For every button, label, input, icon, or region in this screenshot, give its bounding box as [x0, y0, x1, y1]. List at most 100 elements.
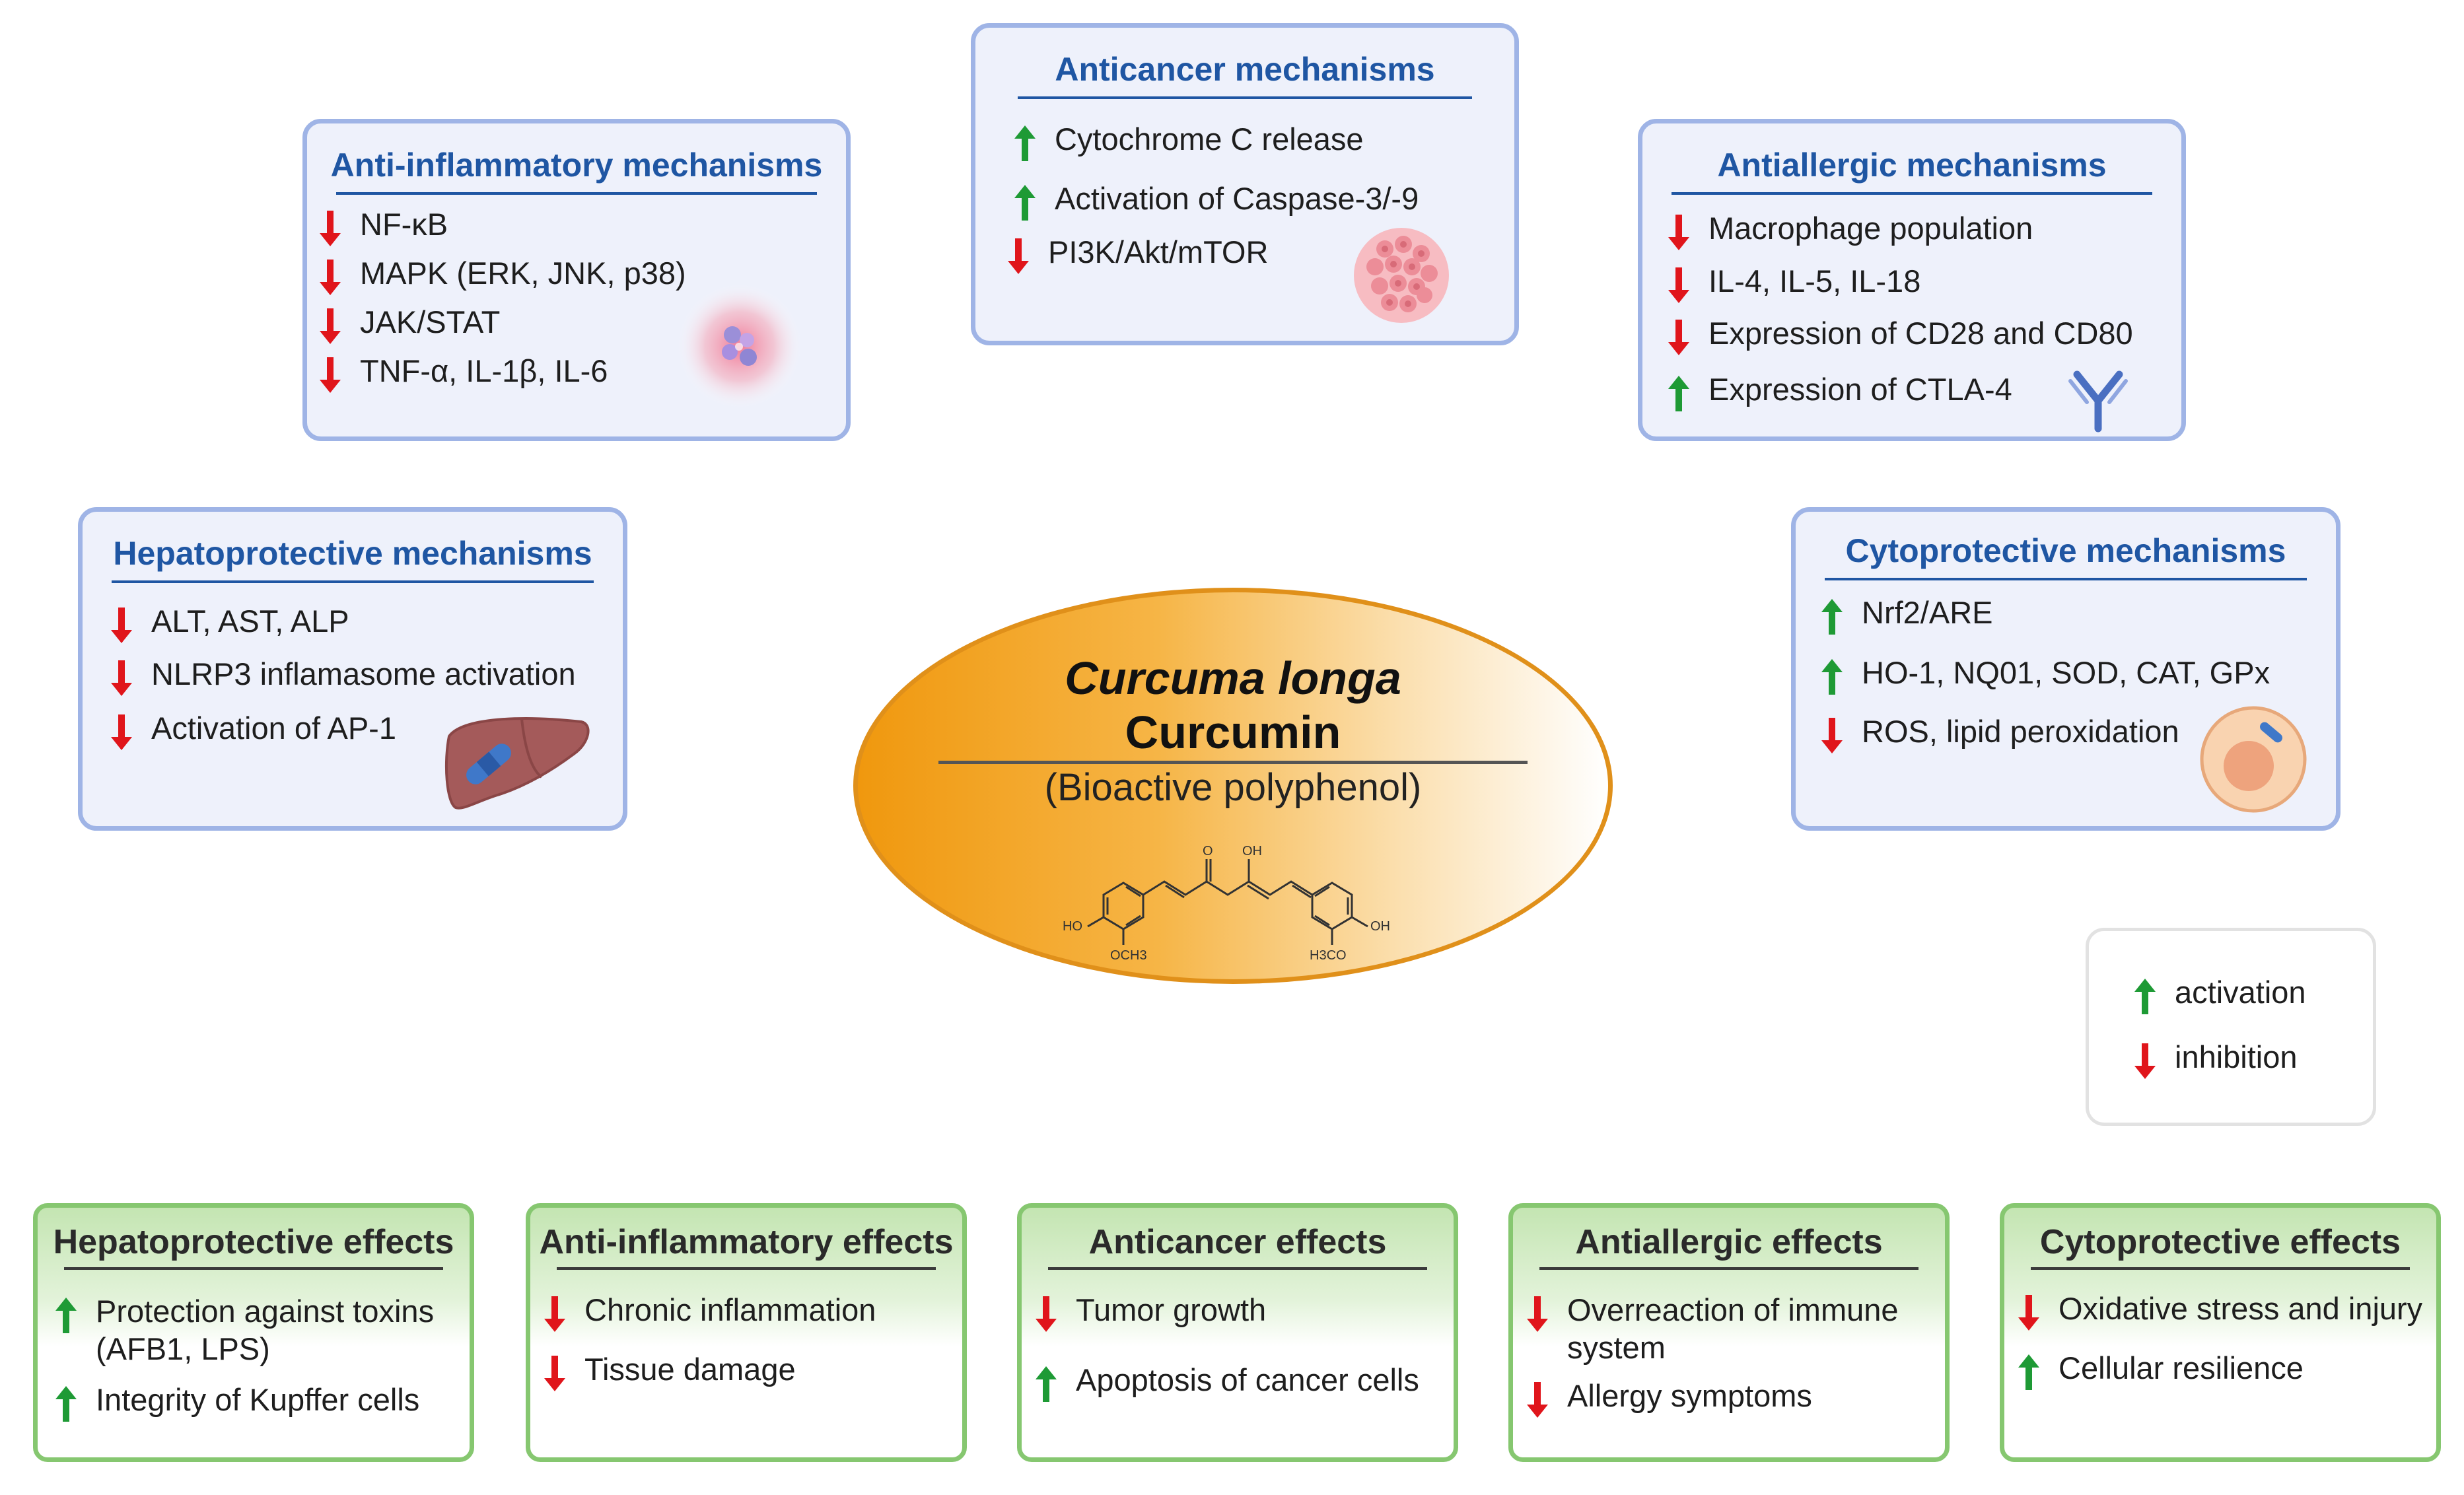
mechanism-item: ROS, lipid peroxidation: [1821, 713, 2179, 753]
mechanism-item: Nrf2/ARE: [1821, 594, 1993, 635]
title-underline: [1048, 1267, 1427, 1270]
box-title: Anti-inflammatory effects: [539, 1223, 954, 1261]
arrow-up-icon: [55, 1385, 77, 1423]
box-title: Hepatoprotective mechanisms: [113, 535, 592, 572]
mechanism-item: NF-κB: [320, 205, 448, 246]
arrow-down-icon: [319, 209, 341, 248]
title-underline: [1825, 578, 2307, 580]
legend-box: activation inhibition: [2086, 928, 2376, 1126]
anticancer-effects-box: Anticancer effects Tumor growth Apoptosi…: [1017, 1203, 1458, 1462]
arrow-up-icon: [1821, 598, 1843, 636]
title-underline: [2031, 1267, 2410, 1270]
cell-icon: [2200, 706, 2307, 813]
arrow-down-icon: [1007, 237, 1030, 275]
effect-item: Integrity of Kupffer cells: [55, 1381, 419, 1422]
arrow-down-icon: [319, 258, 341, 296]
arrow-down-icon: [110, 713, 133, 751]
arrow-down-icon: [110, 606, 133, 644]
arrow-down-icon: [1526, 1381, 1549, 1419]
arrow-up-icon: [1014, 184, 1036, 222]
box-title: Anti-inflammatory mechanisms: [330, 147, 823, 184]
arrow-up-icon: [55, 1296, 77, 1335]
title-underline: [557, 1267, 936, 1270]
mechanism-item: Macrophage population: [1668, 209, 2033, 250]
arrow-up-icon: [1821, 658, 1843, 696]
antiallergic-mechanisms-box: Antiallergic mechanisms Macrophage popul…: [1638, 119, 2186, 441]
title-underline: [64, 1267, 443, 1270]
legend-activation: activation: [2134, 973, 2306, 1014]
arrow-up-icon: [2134, 977, 2156, 1016]
arrow-down-icon: [1035, 1295, 1057, 1333]
box-title: Anticancer mechanisms: [1055, 51, 1435, 88]
mechanism-item: NLRP3 inflamasome activation: [111, 655, 576, 696]
arrow-down-icon: [2018, 1294, 2040, 1332]
compound-name: Curcumin: [1125, 707, 1341, 758]
species-name: Curcuma longa: [1065, 652, 1401, 704]
curcumin-structure-icon: HO OCH3 O OH H3CO OH: [1063, 844, 1390, 963]
arrow-down-icon: [319, 356, 341, 394]
box-title: Hepatoprotective effects: [53, 1223, 454, 1261]
arrow-down-icon: [1668, 318, 1690, 357]
mechanism-item: Expression of CD28 and CD80: [1668, 314, 2133, 355]
effect-item: Apoptosis of cancer cells: [1036, 1361, 1419, 1402]
arrow-down-icon: [2134, 1042, 2156, 1080]
hepatoprotective-mechanisms-box: Hepatoprotective mechanisms ALT, AST, AL…: [78, 507, 627, 831]
anti-inflammatory-effects-box: Anti-inflammatory effects Chronic inflam…: [526, 1203, 967, 1462]
effect-item: Cellular resilience: [2018, 1349, 2304, 1390]
effect-item: Tumor growth: [1036, 1291, 1266, 1332]
arrow-down-icon: [1821, 716, 1843, 755]
mechanism-item: HO-1, NQ01, SOD, CAT, GPx: [1821, 654, 2270, 695]
och3-left-label: OCH3: [1110, 948, 1147, 963]
arrow-down-icon: [1668, 266, 1690, 304]
arrow-down-icon: [110, 659, 133, 697]
box-title: Antiallergic mechanisms: [1717, 147, 2107, 184]
ho-left-label: HO: [1063, 919, 1082, 934]
anticancer-mechanisms-box: Anticancer mechanisms Cytochrome C relea…: [971, 23, 1519, 345]
title-underline: [336, 192, 817, 195]
mechanism-item: Activation of AP-1: [111, 709, 396, 750]
oh-right-label: OH: [1370, 919, 1390, 934]
mechanism-item: IL-4, IL-5, IL-18: [1668, 262, 1920, 303]
box-title: Cytoprotective mechanisms: [1845, 532, 2286, 569]
mechanism-item: PI3K/Akt/mTOR: [1008, 233, 1268, 274]
enol-oh-label: OH: [1242, 844, 1262, 858]
title-underline: [112, 580, 594, 583]
title-underline: [1018, 96, 1472, 99]
center-divider: [938, 761, 1528, 764]
mechanism-item: MAPK (ERK, JNK, p38): [320, 254, 686, 295]
box-title: Anticancer effects: [1088, 1223, 1387, 1261]
inflammation-cell-icon: [677, 283, 802, 409]
arrow-up-icon: [1014, 124, 1036, 162]
arrow-down-icon: [319, 307, 341, 345]
tumor-cell-icon: [1354, 228, 1449, 323]
mechanism-item: ALT, AST, ALP: [111, 602, 349, 643]
title-underline: [1672, 192, 2152, 195]
effect-item: Oxidative stress and injury: [2018, 1290, 2422, 1331]
mechanism-item: Activation of Caspase-3/-9: [1014, 180, 1419, 221]
antiallergic-effects-box: Antiallergic effects Overreaction of imm…: [1508, 1203, 1950, 1462]
effect-item: Tissue damage: [544, 1350, 796, 1391]
arrow-up-icon: [1035, 1365, 1057, 1403]
antibody-icon: [2068, 370, 2128, 433]
arrow-up-icon: [1668, 374, 1690, 413]
effect-item: Chronic inflammation: [544, 1291, 876, 1332]
cytoprotective-effects-box: Cytoprotective effects Oxidative stress …: [2000, 1203, 2441, 1462]
box-title: Cytoprotective effects: [2039, 1223, 2401, 1261]
mechanism-item: TNF-α, IL-1β, IL-6: [320, 352, 608, 393]
box-title: Antiallergic effects: [1575, 1223, 1883, 1261]
anti-inflammatory-mechanisms-box: Anti-inflammatory mechanisms NF-κB MAPK …: [302, 119, 851, 441]
arrow-down-icon: [1668, 213, 1690, 252]
hepatoprotective-effects-box: Hepatoprotective effects Protection agai…: [33, 1203, 474, 1462]
arrow-down-icon: [544, 1295, 566, 1333]
center-subtitle: (Bioactive polyphenol): [1044, 766, 1422, 809]
cytoprotective-mechanisms-box: Cytoprotective mechanisms Nrf2/ARE HO-1,…: [1791, 507, 2341, 831]
mechanism-item: Expression of CTLA-4: [1668, 370, 2012, 411]
liver-icon: [444, 717, 590, 810]
effect-item: Protection against toxins(AFB1, LPS): [55, 1292, 434, 1368]
legend-inhibition: inhibition: [2134, 1038, 2298, 1079]
title-underline: [1539, 1267, 1918, 1270]
arrow-down-icon: [544, 1354, 566, 1393]
mechanism-item: JAK/STAT: [320, 303, 500, 344]
effect-item: Allergy symptoms: [1527, 1377, 1812, 1418]
